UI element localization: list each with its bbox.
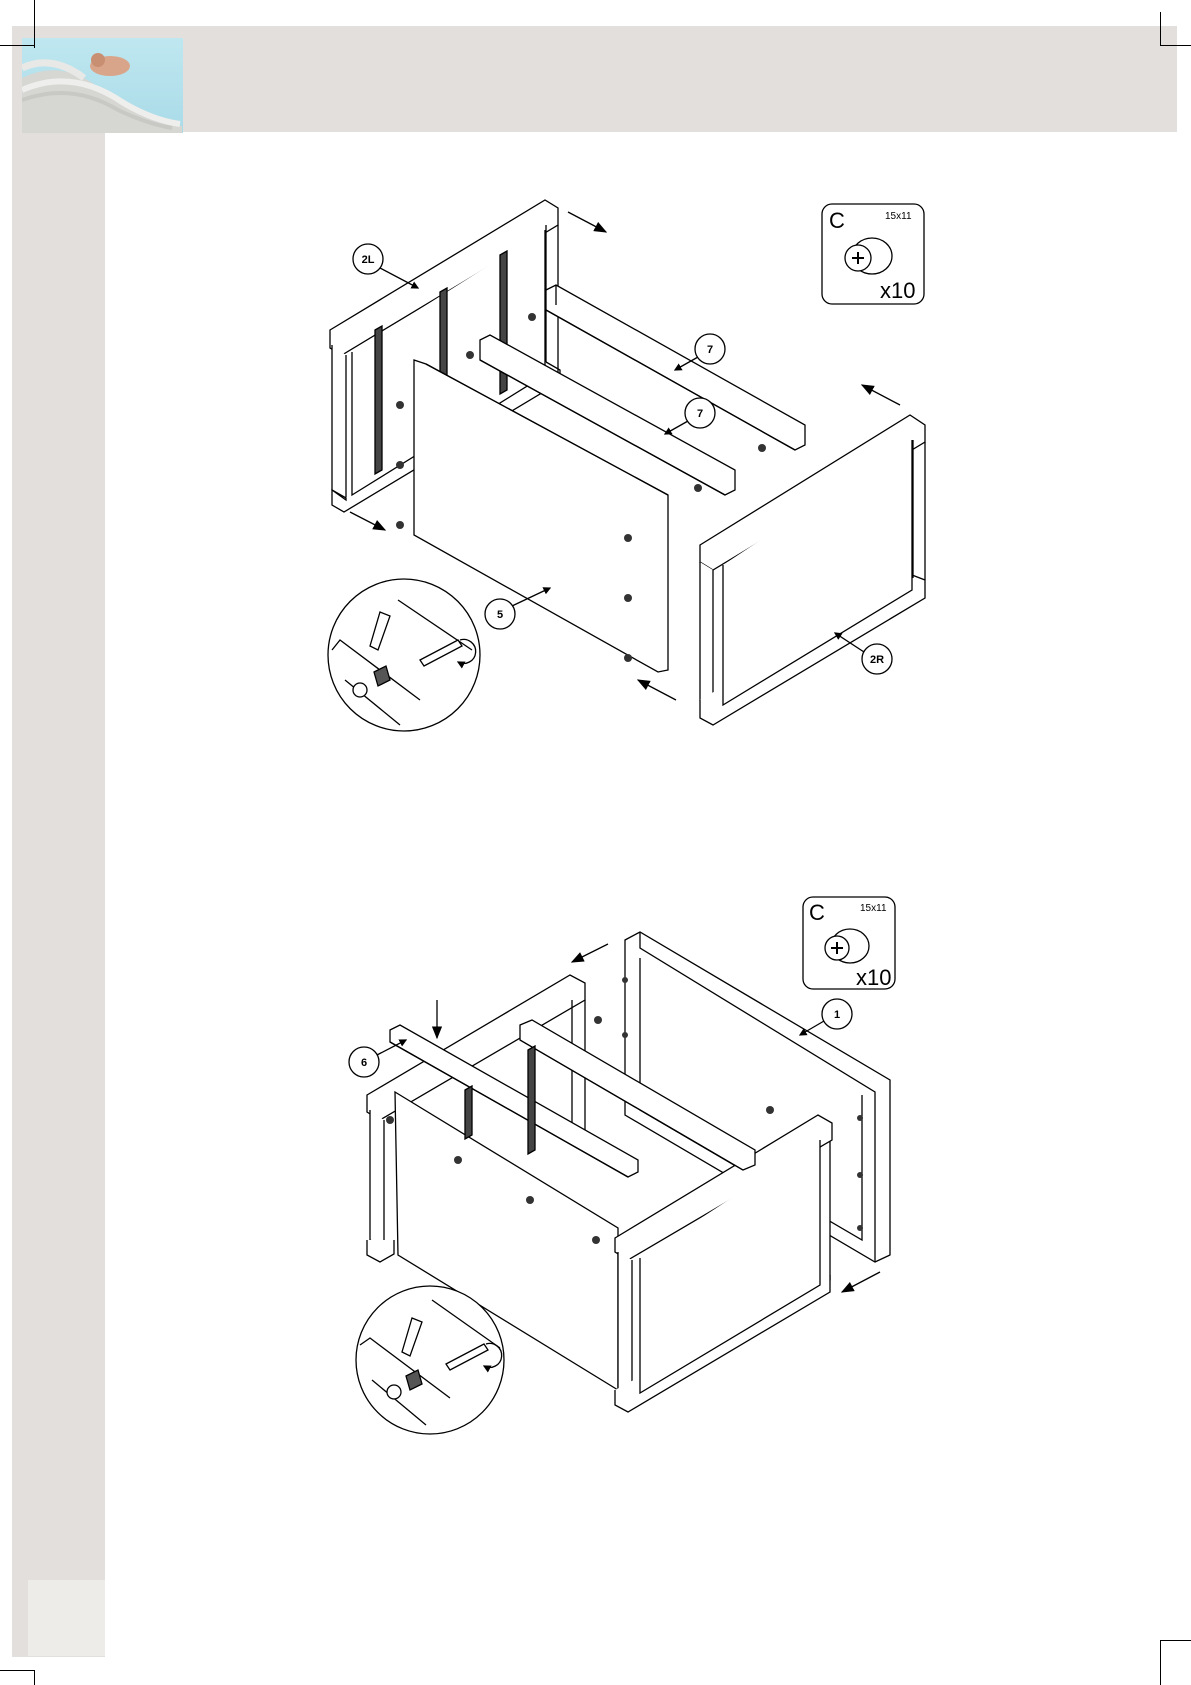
- step-1: 2L 7 7 5 2R: [328, 200, 925, 731]
- callout-1: 1: [800, 999, 852, 1035]
- callout-2R: 2R: [835, 633, 892, 674]
- svg-text:C: C: [829, 208, 845, 233]
- rail-7-upper: [546, 285, 805, 450]
- svg-text:2L: 2L: [362, 254, 375, 266]
- panel-2R: [700, 415, 925, 725]
- svg-text:1: 1: [834, 1009, 840, 1021]
- hardware-box-step1: C 15x11 x10: [822, 204, 924, 304]
- svg-text:5: 5: [497, 609, 503, 621]
- magnified-detail: [356, 1286, 504, 1434]
- magnified-detail: [328, 579, 480, 731]
- callout-2L: 2L: [353, 244, 418, 288]
- callout-7-lower: 7: [665, 398, 715, 434]
- svg-text:x10: x10: [856, 965, 891, 990]
- hardware-box-step2: C 15x11 x10: [803, 897, 895, 990]
- svg-text:6: 6: [361, 1057, 367, 1069]
- svg-text:2R: 2R: [870, 654, 884, 666]
- step-2: 1 6 C 15x11: [349, 897, 895, 1434]
- svg-text:7: 7: [697, 408, 703, 420]
- svg-text:C: C: [809, 900, 825, 925]
- svg-text:15x11: 15x11: [885, 211, 912, 222]
- svg-text:15x11: 15x11: [860, 903, 887, 914]
- svg-text:x10: x10: [880, 278, 915, 303]
- svg-text:7: 7: [707, 344, 713, 356]
